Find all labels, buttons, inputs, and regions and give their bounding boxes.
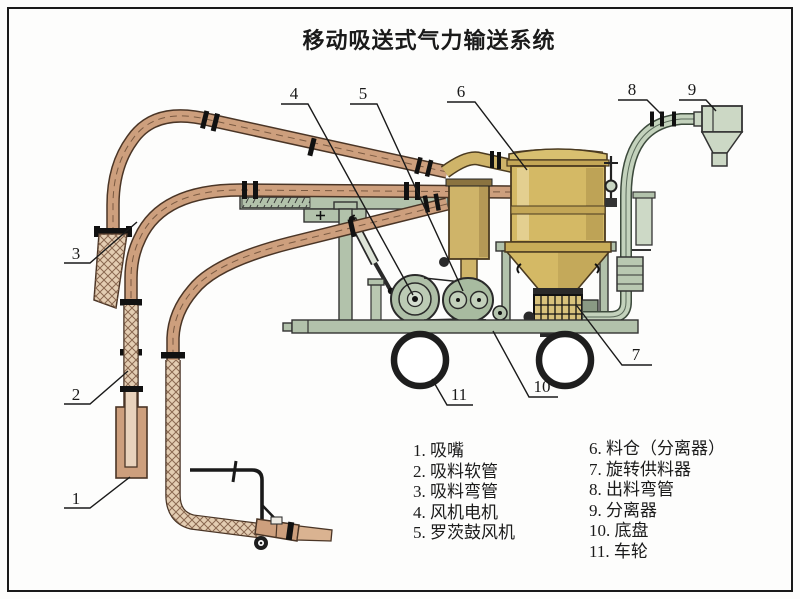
- callout-9: 9: [688, 80, 697, 99]
- callout-2: 2: [72, 385, 81, 404]
- legend-item-9: 9. 分离器: [589, 500, 657, 520]
- suction-boom-pipe-middle: [124, 183, 513, 303]
- callout-4: 4: [290, 84, 299, 103]
- legend-item-8: 8. 出料弯管: [589, 480, 674, 500]
- trolley: [190, 460, 333, 550]
- legend-item-11: 11. 车轮: [589, 541, 648, 561]
- page-title: 移动吸送式气力输送系统: [302, 28, 556, 53]
- callout-3: 3: [72, 244, 81, 263]
- callout-11: 11: [451, 385, 467, 404]
- legend-item-10: 10. 底盘: [589, 521, 649, 541]
- callout-1: 1: [72, 489, 81, 508]
- wheel-left: [390, 330, 450, 390]
- wheel-right: [535, 330, 595, 390]
- callout-8: 8: [628, 80, 637, 99]
- fan-motor: [390, 274, 440, 325]
- legend-item-1: 1. 吸嘴: [413, 441, 464, 460]
- filter-vessel: [439, 151, 514, 291]
- callout-7: 7: [632, 345, 641, 364]
- chassis: [282, 319, 639, 334]
- blower-intake-pipe: [367, 278, 385, 325]
- legend-right-column: 6. 料仓（分离器） 7. 旋转供料器 8. 出料弯管 9. 分离器 10. 底…: [589, 439, 725, 563]
- callout-5: 5: [359, 84, 368, 103]
- roots-blower: [442, 277, 508, 324]
- separator: [693, 105, 744, 167]
- legend-item-5: 5. 罗茨鼓风机: [413, 523, 515, 543]
- suction-boom-pipe-lower: [166, 197, 449, 360]
- legend-left-column: 1. 吸嘴 2. 吸料软管 3. 吸料弯管 4. 风机电机 5. 罗茨鼓风机: [413, 441, 515, 544]
- suction-hose-lower: [165, 360, 263, 539]
- callout-numbers: 1 2 3 4 5 6 7 8 9 10 11: [72, 80, 697, 508]
- callout-10: 10: [534, 377, 551, 396]
- silo-tank: [495, 148, 618, 323]
- suction-nozzle: [115, 386, 148, 479]
- tank-valve: [604, 156, 618, 207]
- legend-item-6: 6. 料仓（分离器）: [589, 439, 725, 458]
- legend-item-3: 3. 吸料弯管: [413, 482, 498, 502]
- discharge-bend-pipe: [583, 111, 709, 331]
- callout-6: 6: [457, 82, 466, 101]
- legend-item-4: 4. 风机电机: [413, 502, 498, 522]
- legend-item-7: 7. 旋转供料器: [589, 459, 691, 479]
- leader-lines: [64, 99, 717, 509]
- boom-support-frame: [239, 195, 449, 325]
- suction-boom-pipe-top: [106, 109, 449, 228]
- legend-item-2: 2. 吸料软管: [413, 461, 498, 481]
